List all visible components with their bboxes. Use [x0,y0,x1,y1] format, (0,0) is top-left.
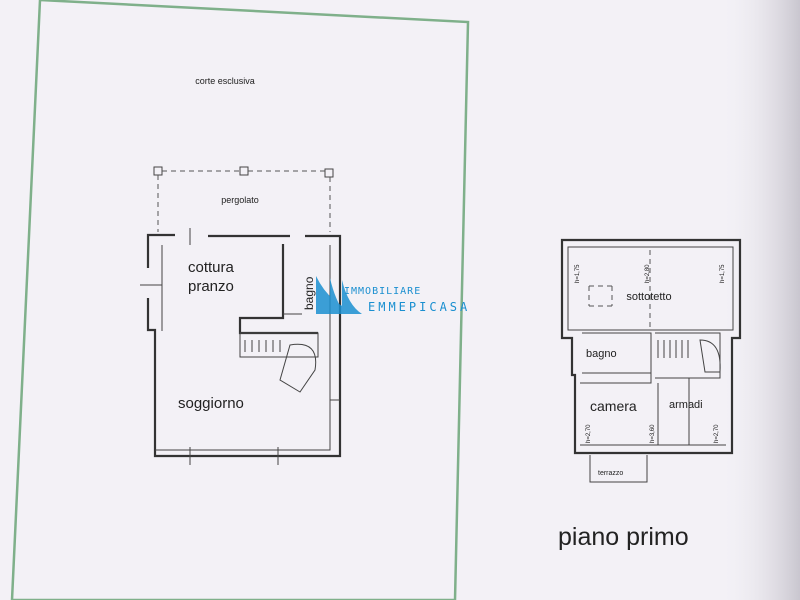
label-armadi: armadi [669,399,703,411]
label-height-right: h=1,75 [720,264,726,283]
property-boundary [10,0,470,600]
page-shadow [720,0,800,600]
pergolato-area: pergolato [153,166,334,232]
watermark-logo: IMMOBILIARE EMMEPICASA [316,276,470,314]
label-sottotetto: sottotetto [626,291,671,303]
label-height-armadi: h=2,70 [714,424,720,443]
label-soggiorno: soggiorno [178,395,244,412]
label-bagno-first: bagno [586,348,617,360]
label-pranzo: pranzo [188,278,234,295]
first-floor-plan: sottotetto bagno camera armadi terrazzo … [560,238,742,483]
label-terrazzo: terrazzo [598,470,623,477]
watermark-line1: IMMOBILIARE [344,286,421,297]
label-camera: camera [590,398,637,414]
label-height-camera-left: h=2,70 [586,424,592,443]
ground-floor-plan: cottura pranzo bagno soggiorno [140,228,342,465]
label-height-left: h=1,75 [575,264,581,283]
label-bagno-ground: bagno [302,276,316,310]
label-corte-esclusiva: corte esclusiva [195,76,255,86]
label-height-camera-right: h=3,60 [650,424,656,443]
label-cottura: cottura [188,259,235,276]
label-pergolato: pergolato [221,195,259,205]
watermark-line2: EMMEPICASA [368,300,470,314]
label-piano-primo: piano primo [558,523,689,551]
label-height-center: h=2,80 [645,264,651,283]
